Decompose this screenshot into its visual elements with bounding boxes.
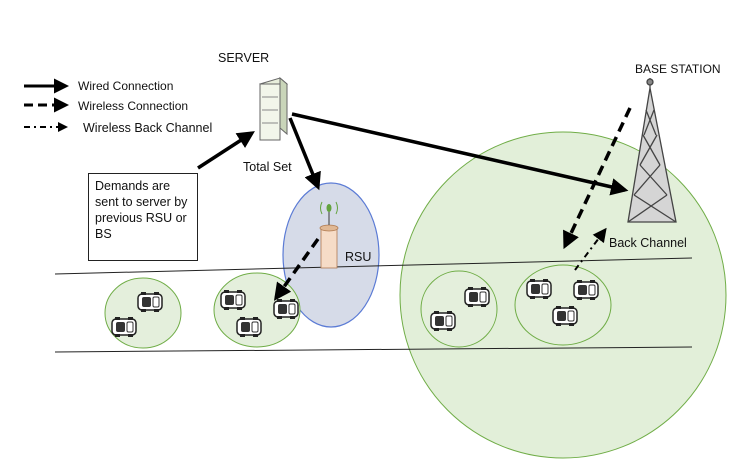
vehicle-cluster-3 [420, 270, 498, 348]
arrow-rsu-to-vehicles [273, 237, 320, 301]
legend-wired-label: Wired Connection [78, 79, 173, 93]
base-station-label: BASE STATION [635, 62, 721, 76]
rsu-label: RSU [345, 250, 371, 264]
road-top-line [54, 257, 693, 275]
back-channel-label: Back Channel [609, 236, 687, 250]
car-icon [464, 286, 490, 308]
server-label: SERVER [218, 51, 269, 65]
arrow-base-station-to-vehicles [563, 107, 632, 250]
demands-note: Demands are sent to server by previous R… [88, 173, 198, 261]
car-icon [220, 289, 246, 311]
car-icon [552, 305, 578, 327]
legend: Wired Connection Wireless Connection Wir… [24, 78, 212, 135]
legend-wireless-label: Wireless Connection [78, 99, 188, 113]
car-icon [137, 291, 163, 313]
server-icon [258, 76, 289, 141]
vehicle-cluster-1 [104, 277, 182, 349]
tower-icon [627, 78, 677, 223]
road-bottom-line [54, 346, 693, 353]
car-icon [430, 310, 456, 332]
car-icon [111, 316, 137, 338]
car-icon [273, 298, 299, 320]
arrow-demands-to-server [197, 131, 255, 170]
vehicle-cluster-4 [514, 264, 612, 346]
arrow-server-to-rsu [288, 117, 321, 191]
car-icon [236, 316, 262, 338]
car-icon [526, 278, 552, 300]
car-icon [573, 279, 599, 301]
arrow-server-to-base-station [291, 112, 629, 196]
rsu-antenna-icon [319, 201, 339, 269]
legend-backchannel-label: Wireless Back Channel [83, 121, 212, 135]
total-set-label: Total Set [243, 160, 292, 174]
